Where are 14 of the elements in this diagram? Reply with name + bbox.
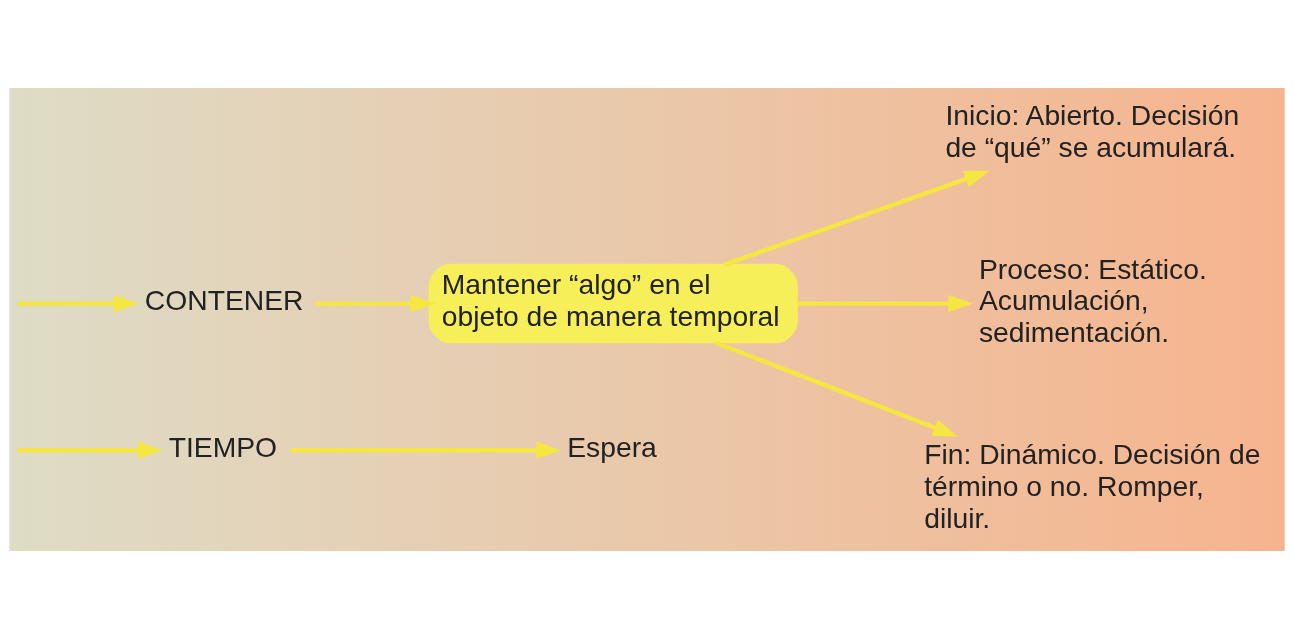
arrow [17,441,163,459]
node-text: TIEMPO [168,430,278,463]
arrow [714,339,958,437]
node-text: Espera [567,430,657,463]
node-text: Fin: Dinámico. Decisión de término o no. Romper, diluir. [924,437,1261,534]
arrow [797,294,973,312]
node-text: Proceso: Estático. Acumulación, sedimentación. [978,252,1207,348]
arrow [290,441,562,459]
node-box: Mantener “algo” en el objeto de manera temporal [428,263,798,343]
arrow [314,294,436,312]
node-text: CONTENER [144,283,304,316]
arrow [17,294,139,312]
arrow [723,170,990,267]
node-text: Inicio: Abierto. Decisión de “qué” se acumulará. [945,98,1240,163]
